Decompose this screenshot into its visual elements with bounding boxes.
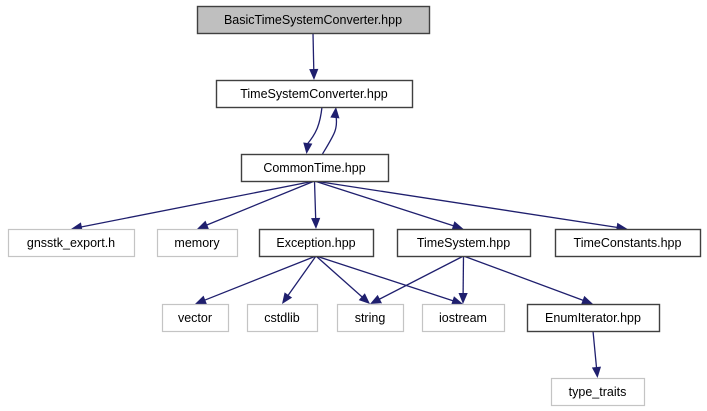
node-box-basic[interactable] — [196, 5, 431, 35]
node-label-tsconv: TimeSystemConverter.hpp — [240, 87, 388, 101]
node-string[interactable]: string — [336, 303, 405, 333]
node-label-gnsstk_export: gnsstk_export.h — [27, 236, 115, 250]
edge-arrowhead-commontime-to-tsconv — [330, 107, 340, 119]
edge-timesystem-to-enumiterator — [463, 255, 585, 302]
node-timeconstants[interactable]: TimeConstants.hpp — [554, 228, 702, 258]
edge-arrowhead-exception-to-string — [358, 293, 370, 304]
edge-arrowhead-timesystem-to-iostream — [458, 292, 468, 304]
edge-exception-to-iostream — [315, 255, 455, 302]
node-enumiterator[interactable]: EnumIterator.hpp — [526, 303, 661, 333]
node-vector[interactable]: vector — [161, 303, 230, 333]
node-exception[interactable]: Exception.hpp — [258, 228, 375, 258]
node-label-enumiterator: EnumIterator.hpp — [545, 311, 641, 325]
node-box-string[interactable] — [336, 303, 405, 333]
node-cstdlib[interactable]: cstdlib — [246, 303, 319, 333]
edge-commontime-to-gnsstk_export — [79, 180, 315, 228]
node-label-iostream: iostream — [439, 311, 487, 325]
node-timesystem[interactable]: TimeSystem.hpp — [396, 228, 532, 258]
edge-layer — [71, 32, 628, 378]
node-gnsstk_export[interactable]: gnsstk_export.h — [7, 228, 136, 258]
edge-exception-to-string — [315, 255, 364, 299]
node-memory[interactable]: memory — [156, 228, 239, 258]
node-label-timesystem: TimeSystem.hpp — [417, 236, 510, 250]
node-label-timeconstants: TimeConstants.hpp — [574, 236, 682, 250]
edge-arrowhead-exception-to-vector — [195, 295, 207, 305]
node-label-basic: BasicTimeSystemConverter.hpp — [224, 13, 402, 27]
node-box-timeconstants[interactable] — [554, 228, 702, 258]
edge-arrowhead-tsconv-to-commontime — [303, 142, 313, 154]
node-box-commontime[interactable] — [240, 153, 390, 183]
edge-commontime-to-memory — [205, 180, 315, 227]
node-box-vector[interactable] — [161, 303, 230, 333]
edge-arrowhead-enumiterator-to-type_traits — [591, 366, 602, 378]
edge-commontime-to-timesystem — [314, 180, 456, 227]
node-box-type_traits[interactable] — [550, 377, 646, 407]
edge-commontime-to-tsconv — [321, 115, 338, 155]
node-box-memory[interactable] — [156, 228, 239, 258]
node-label-vector: vector — [178, 311, 212, 325]
edge-exception-to-vector — [203, 255, 317, 302]
node-box-enumiterator[interactable] — [526, 303, 661, 333]
edge-arrowhead-exception-to-iostream — [451, 296, 463, 305]
node-label-cstdlib: cstdlib — [264, 311, 299, 325]
node-box-timesystem[interactable] — [396, 228, 532, 258]
edge-enumiterator-to-type_traits — [592, 330, 598, 370]
edge-arrowhead-commontime-to-exception — [311, 217, 321, 229]
edge-timesystem-to-string — [377, 255, 464, 301]
edge-arrowhead-timesystem-to-enumiterator — [581, 295, 593, 305]
edge-arrowhead-timesystem-to-string — [370, 294, 382, 304]
node-box-tsconv[interactable] — [215, 79, 414, 109]
node-label-memory: memory — [174, 236, 220, 250]
node-label-type_traits: type_traits — [569, 385, 627, 399]
edge-commontime-to-exception — [313, 180, 317, 221]
node-basic[interactable]: BasicTimeSystemConverter.hpp — [196, 5, 431, 35]
node-box-iostream[interactable] — [421, 303, 506, 333]
node-layer: BasicTimeSystemConverter.hppTimeSystemCo… — [7, 5, 702, 407]
node-box-gnsstk_export[interactable] — [7, 228, 136, 258]
node-box-cstdlib[interactable] — [246, 303, 319, 333]
edge-exception-to-cstdlib — [286, 255, 317, 298]
node-tsconv[interactable]: TimeSystemConverter.hpp — [215, 79, 414, 109]
edge-arrowhead-basic-to-tsconv — [309, 68, 319, 80]
node-iostream[interactable]: iostream — [421, 303, 506, 333]
edge-arrowhead-exception-to-cstdlib — [282, 292, 293, 304]
node-label-exception: Exception.hpp — [276, 236, 355, 250]
edge-arrowhead-commontime-to-memory — [197, 220, 209, 230]
edge-tsconv-to-commontime — [306, 106, 323, 146]
node-type_traits[interactable]: type_traits — [550, 377, 646, 407]
edge-arrowhead-commontime-to-timesystem — [451, 221, 464, 231]
node-commontime[interactable]: CommonTime.hpp — [240, 153, 390, 183]
node-box-exception[interactable] — [258, 228, 375, 258]
node-label-commontime: CommonTime.hpp — [263, 161, 365, 175]
node-label-string: string — [355, 311, 386, 325]
edge-basic-to-tsconv — [312, 32, 315, 72]
edge-commontime-to-timeconstants — [314, 180, 619, 229]
